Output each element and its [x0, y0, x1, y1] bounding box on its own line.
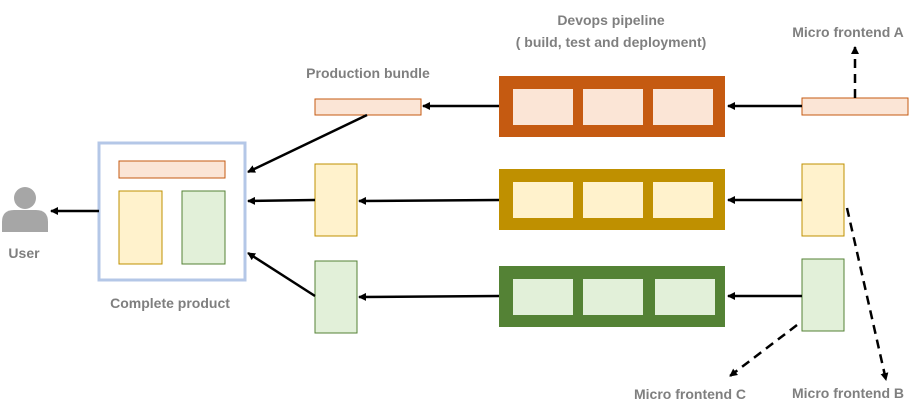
flow-arrows [50, 102, 802, 301]
micro-frontend-a-label: Micro frontend A [792, 24, 903, 40]
dashed-arrow-c [729, 324, 798, 377]
micro-frontend-b-source [801, 163, 845, 237]
product-block-b [118, 190, 163, 265]
user-label: User [8, 245, 40, 261]
pipeline-b [499, 169, 725, 230]
devops-title-line1: Devops pipeline [557, 12, 665, 28]
arrow-pipeline-b-to-bundle [358, 196, 500, 205]
product-block-c [181, 190, 226, 265]
dashed-arrows [729, 46, 889, 381]
bundle-a [314, 98, 422, 116]
micro-frontend-c-label: Micro frontend C [634, 386, 746, 402]
dashed-arrow-b [845, 207, 889, 381]
user-icon [2, 187, 48, 232]
pipeline-a [499, 76, 725, 137]
micro-frontend-c-source [801, 258, 845, 332]
micro-frontend-b-label: Micro frontend B [792, 385, 904, 401]
arrow-bundle-a-to-product [247, 113, 368, 174]
bundle-c [314, 260, 358, 334]
arrow-pipeline-c-to-bundle [358, 292, 500, 301]
product-bar-a [118, 160, 226, 179]
production-bundle-label: Production bundle [306, 65, 430, 81]
arrow-bundle-b-to-product [247, 196, 316, 205]
pipeline-c [499, 266, 725, 327]
arrow-bundle-c-to-product [247, 251, 316, 298]
micro-frontend-a-source [801, 97, 909, 116]
complete-product-label: Complete product [110, 295, 230, 311]
complete-product-box [97, 141, 247, 282]
devops-title-line2: ( build, test and deployment) [516, 34, 707, 50]
bundle-b [314, 163, 358, 237]
